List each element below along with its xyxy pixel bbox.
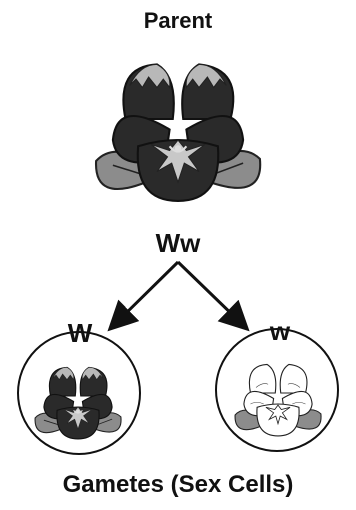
parent-genotype: Ww	[0, 228, 356, 259]
gametes-caption: Gametes (Sex Cells)	[0, 471, 356, 499]
arrow-right	[178, 262, 241, 323]
parent-flower-image	[96, 64, 260, 201]
arrow-left	[116, 262, 178, 323]
gamete-allele-dominant: W	[50, 318, 110, 349]
gamete-allele-recessive: w	[250, 316, 310, 347]
